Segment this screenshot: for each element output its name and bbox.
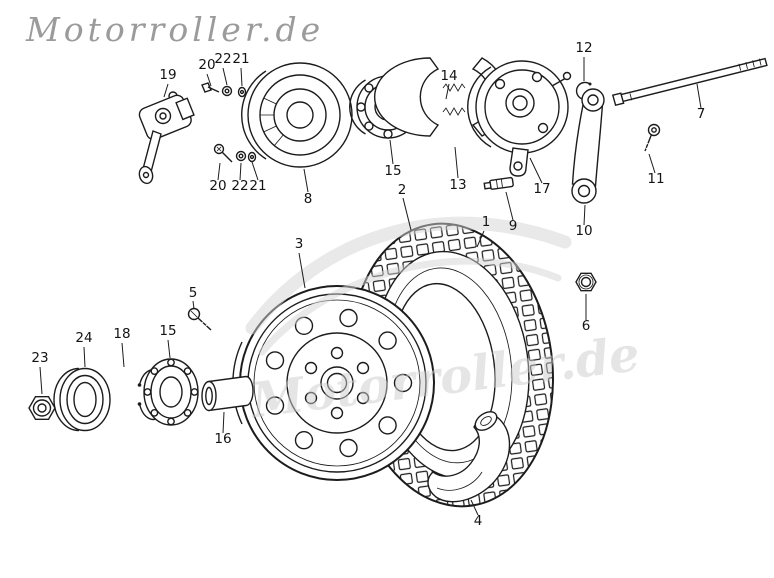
screw-20-top <box>201 82 220 93</box>
part-label-7: 7 <box>697 106 706 122</box>
part-label-3: 3 <box>295 236 304 252</box>
part-label-4: 4 <box>474 513 483 529</box>
part-label-20-top: 20 <box>198 57 215 73</box>
part-label-8: 8 <box>304 191 313 207</box>
spacer-sleeve-16 <box>201 375 254 412</box>
part-label-21-top: 21 <box>232 51 249 67</box>
part-label-19: 19 <box>159 67 176 83</box>
leader-lines <box>39 57 702 516</box>
axle <box>611 57 768 107</box>
part-label-10: 10 <box>575 223 592 239</box>
screw-20-mid <box>213 143 233 163</box>
washer-21-mid <box>247 151 257 163</box>
part-label-22-mid: 22 <box>231 178 248 194</box>
brake-arm <box>138 91 195 185</box>
nut-6 <box>575 272 597 292</box>
part-label-22-top: 22 <box>214 51 231 67</box>
part-label-20-mid: 20 <box>209 178 226 194</box>
part-label-5: 5 <box>189 285 198 301</box>
part-label-15-low: 15 <box>159 323 176 339</box>
part-label-1: 1 <box>482 214 491 230</box>
part-label-2: 2 <box>398 182 407 198</box>
washer-21-top <box>237 86 247 98</box>
part-label-16: 16 <box>214 431 231 447</box>
bolt-11 <box>644 123 661 152</box>
part-label-14: 14 <box>440 68 457 84</box>
part-label-6: 6 <box>582 318 591 334</box>
part-label-12: 12 <box>575 40 592 56</box>
part-label-17: 17 <box>533 181 550 197</box>
part-label-21-mid: 21 <box>249 178 266 194</box>
wheel-rim <box>232 285 435 481</box>
screw-5 <box>187 307 212 331</box>
pin-9 <box>483 176 514 190</box>
axle-nut-23 <box>28 396 56 420</box>
brand-logo: Motorroller.de <box>26 10 325 49</box>
part-labels: 19 20 22 21 8 15 2 14 13 17 12 7 11 10 9… <box>31 40 705 529</box>
part-label-13: 13 <box>449 177 466 193</box>
torque-link <box>571 88 605 204</box>
inner-tube <box>427 411 511 503</box>
brake-backing-plate <box>467 60 572 177</box>
part-label-9: 9 <box>509 218 518 234</box>
part-label-23: 23 <box>31 350 48 366</box>
part-label-11: 11 <box>647 171 664 187</box>
part-label-15-up: 15 <box>384 163 401 179</box>
part-label-18: 18 <box>113 326 130 342</box>
washer-22-mid <box>235 150 247 162</box>
brake-drum-cover <box>241 62 353 168</box>
oil-seal-24 <box>53 367 111 432</box>
part-label-24: 24 <box>75 330 92 346</box>
bearing-lower <box>143 358 199 426</box>
washer-22-top <box>221 85 233 97</box>
